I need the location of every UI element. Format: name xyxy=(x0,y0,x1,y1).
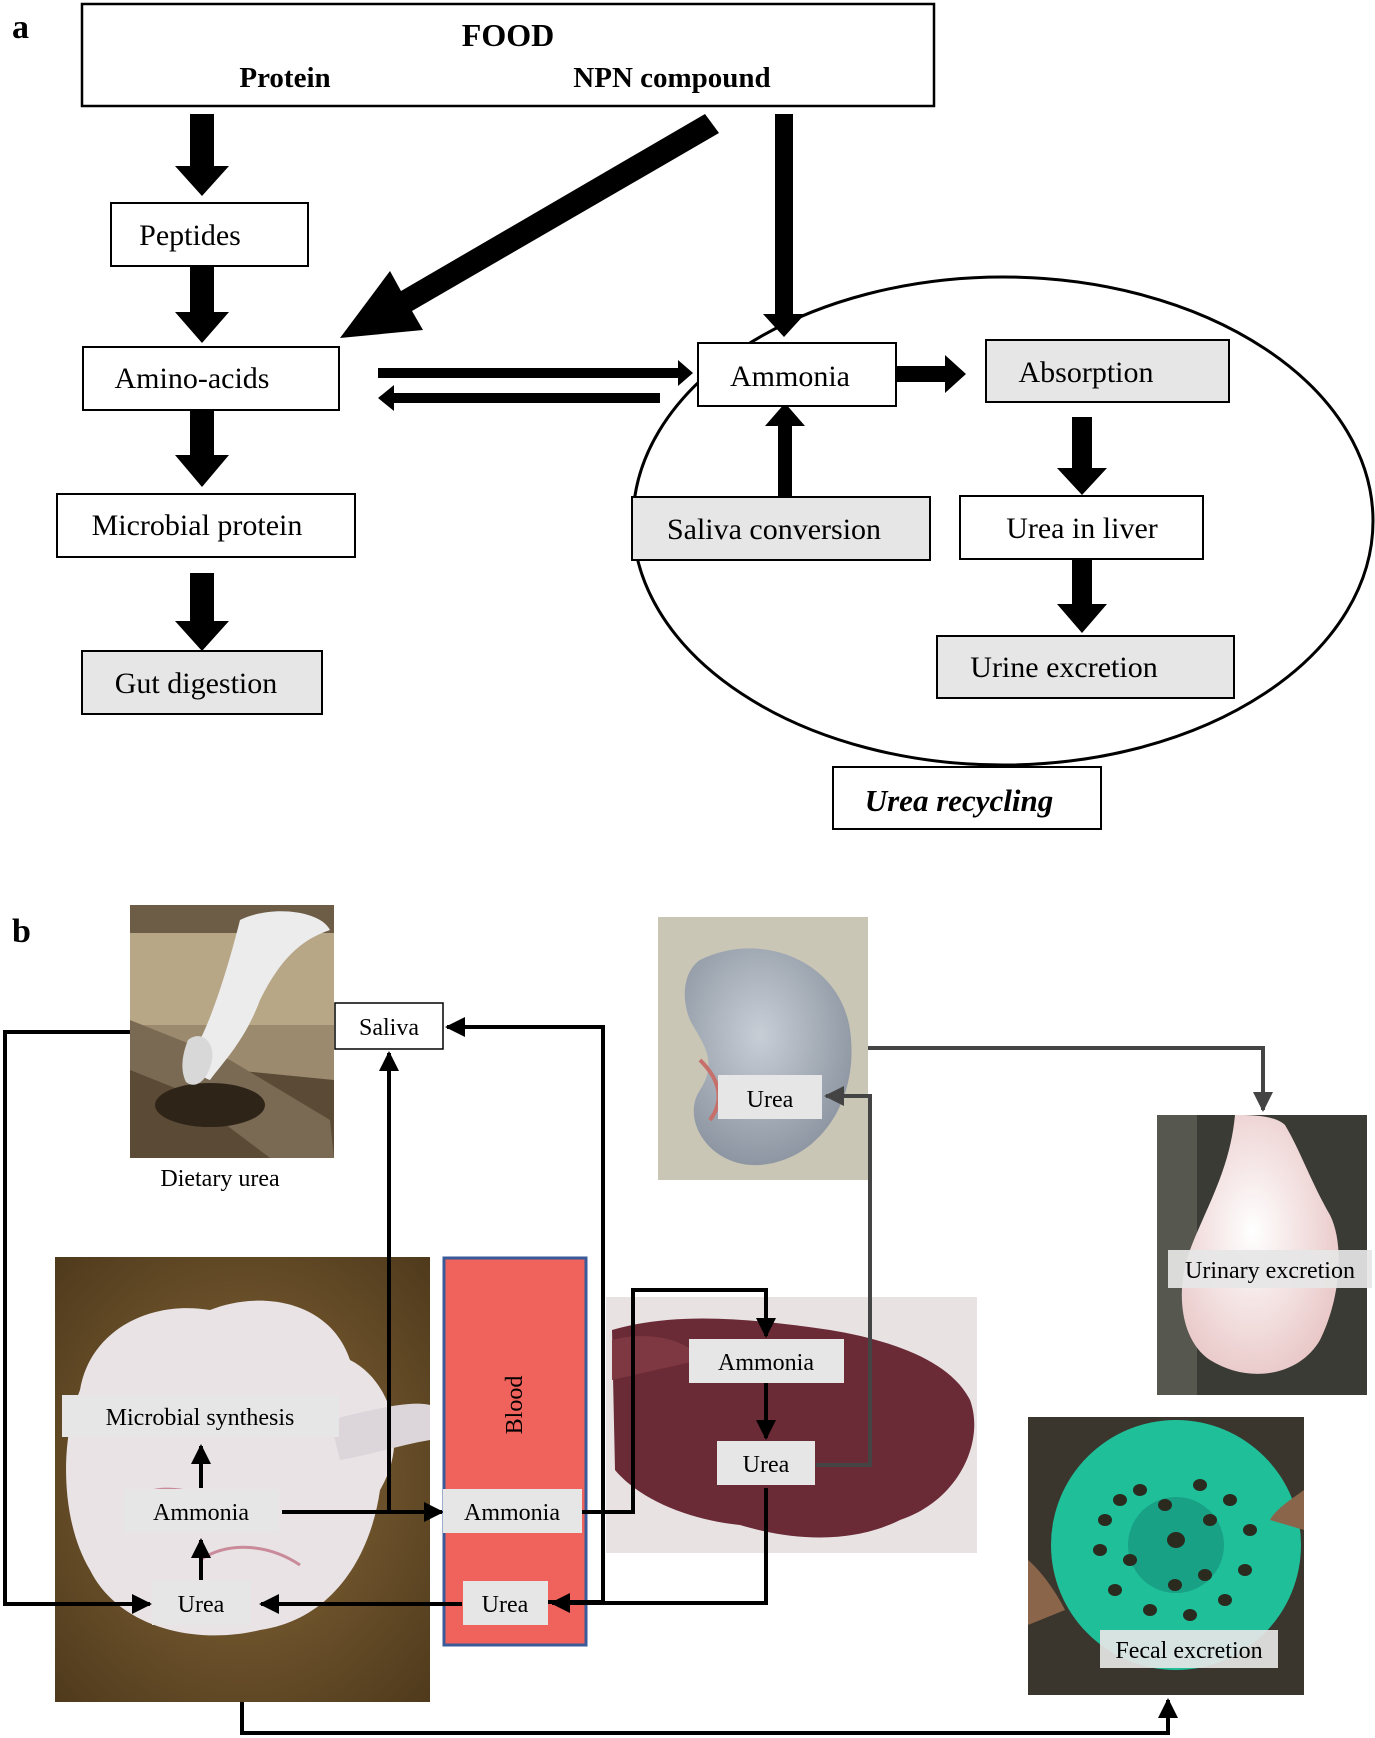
food-title: FOOD xyxy=(462,17,554,53)
svg-text:Gut digestion: Gut digestion xyxy=(115,667,278,700)
gut-digestion-box: Gut digestion xyxy=(81,650,323,715)
arrow-ammonia-absorption xyxy=(895,355,966,393)
svg-text:Urea: Urea xyxy=(747,1087,794,1113)
dietary-urea-label: Dietary urea xyxy=(160,1166,280,1192)
line-liver-kidney-urea xyxy=(816,1086,872,1467)
line-kidney-bladder xyxy=(868,1046,1273,1112)
svg-text:Urine excretion: Urine excretion xyxy=(970,651,1157,684)
line-liver-blood-urea xyxy=(550,1488,768,1613)
feces-photo xyxy=(1028,1417,1304,1695)
svg-text:Peptides: Peptides xyxy=(139,219,241,252)
rumen-urea-box: Urea xyxy=(152,1581,251,1625)
arrow-npn-ammonia xyxy=(763,114,805,337)
line-blood-liver-ammonia xyxy=(582,1288,776,1514)
arrow-amino-ammonia xyxy=(378,360,693,386)
arrow-food-peptides xyxy=(175,114,229,196)
panel-b-connectors xyxy=(3,1017,1178,1735)
microbial-protein-box: Microbial protein xyxy=(56,493,356,558)
svg-text:Ammonia: Ammonia xyxy=(153,1500,249,1526)
svg-text:Urea in liver: Urea in liver xyxy=(1006,512,1158,545)
liver-ammonia-box: Ammonia xyxy=(689,1339,844,1383)
arrow-npn-amino xyxy=(340,114,719,338)
svg-text:Urea: Urea xyxy=(178,1592,225,1618)
svg-text:Saliva conversion: Saliva conversion xyxy=(667,513,881,546)
protein-label: Protein xyxy=(239,62,330,94)
urinary-excretion-box: Urinary excretion xyxy=(1168,1250,1372,1288)
svg-text:Microbial protein: Microbial protein xyxy=(92,509,303,542)
urine-excretion-box: Urine excretion xyxy=(936,635,1235,699)
svg-text:Absorption: Absorption xyxy=(1019,356,1154,389)
arrow-absorption-urealiver xyxy=(1057,417,1107,495)
fecal-excretion-box: Fecal excretion xyxy=(1100,1630,1278,1668)
urea-recycling-box: Urea recycling xyxy=(832,766,1102,830)
blood-bar: Blood xyxy=(442,1256,588,1647)
svg-text:Urea: Urea xyxy=(743,1452,790,1478)
svg-text:Ammonia: Ammonia xyxy=(464,1500,560,1526)
line-rumen-fecal xyxy=(240,1698,1178,1735)
amino-acids-box: Amino-acids xyxy=(82,346,340,411)
npn-compound-label: NPN compound xyxy=(573,62,770,94)
panel-a-label: a xyxy=(12,9,29,46)
blood-urea-box: Urea xyxy=(463,1581,548,1625)
liver-urea-box: Urea xyxy=(717,1441,815,1485)
absorption-box: Absorption xyxy=(985,339,1230,403)
kidney-urea-box: Urea xyxy=(718,1075,822,1119)
liver-photo xyxy=(606,1297,977,1553)
arrow-saliva-ammonia xyxy=(765,403,805,508)
svg-text:Ammonia: Ammonia xyxy=(730,360,850,393)
microbial-synthesis-box: Microbial synthesis xyxy=(62,1395,339,1437)
arrow-ammonia-amino xyxy=(378,385,660,411)
svg-text:Amino-acids: Amino-acids xyxy=(115,362,270,395)
svg-text:Saliva: Saliva xyxy=(359,1015,419,1041)
svg-text:Urea recycling: Urea recycling xyxy=(865,783,1054,818)
food-box: FOOD Protein NPN compound xyxy=(80,2,936,108)
svg-text:Fecal excretion: Fecal excretion xyxy=(1115,1638,1262,1664)
camel-photo xyxy=(130,905,334,1158)
arrow-amino-microbial xyxy=(175,410,229,487)
kidney-connectors xyxy=(816,1046,1273,1467)
kidney-photo xyxy=(658,917,868,1180)
saliva-conversion-box: Saliva conversion xyxy=(631,496,931,561)
peptides-box: Peptides xyxy=(110,202,309,267)
rumen-photo xyxy=(55,1257,430,1702)
ammonia-box: Ammonia xyxy=(697,342,897,407)
svg-text:Urinary excretion: Urinary excretion xyxy=(1185,1258,1355,1284)
svg-text:Urea: Urea xyxy=(482,1592,529,1618)
arrow-microbial-gut xyxy=(175,573,229,651)
saliva-box: Saliva xyxy=(334,1002,444,1050)
blood-ammonia-box: Ammonia xyxy=(443,1489,582,1533)
panel-a-arrows xyxy=(175,114,1107,651)
svg-text:Microbial synthesis: Microbial synthesis xyxy=(106,1405,295,1431)
blood-label: Blood xyxy=(502,1376,528,1435)
line-dietary-rumen-urea xyxy=(3,1030,152,1614)
panel-b-label: b xyxy=(12,913,31,950)
arrow-urealiver-urine xyxy=(1057,558,1107,633)
urea-in-liver-box: Urea in liver xyxy=(959,495,1204,560)
svg-text:Ammonia: Ammonia xyxy=(718,1350,814,1376)
rumen-ammonia-box: Ammonia xyxy=(124,1489,279,1533)
arrow-peptides-amino xyxy=(175,265,229,343)
